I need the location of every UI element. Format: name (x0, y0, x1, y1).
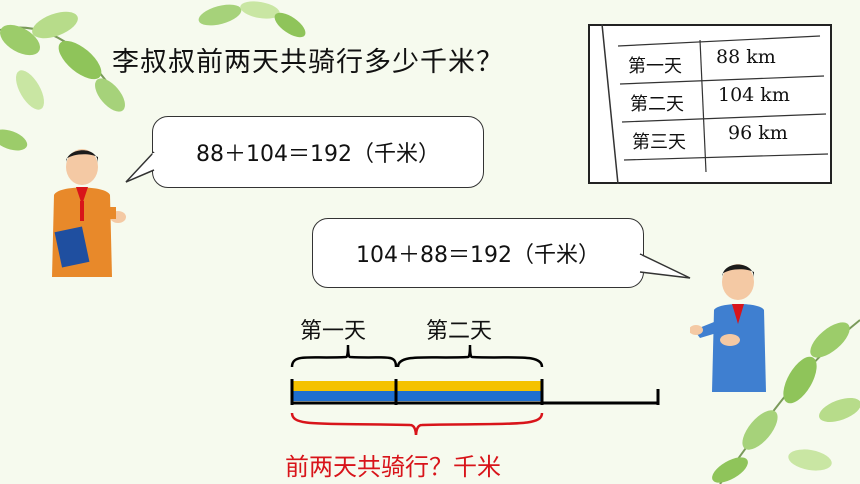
brace-total (290, 412, 544, 435)
notebook-distance: 96 km (728, 122, 788, 144)
bar-day2-blue (396, 391, 542, 401)
equation-text: 88＋104＝192（千米） (196, 142, 440, 167)
bubble-tail-left (125, 151, 156, 183)
leaves-decoration-top-left (0, 11, 125, 151)
notebook-distance: 88 km (716, 46, 776, 68)
question-title: 李叔叔前两天共骑行多少千米？ (112, 47, 504, 78)
bubble-tail-right (638, 253, 691, 279)
segment-label-day2: 第二天 (426, 319, 493, 344)
notebook-day: 第二天 (630, 94, 684, 115)
brace-day2 (396, 344, 544, 368)
leaves-decoration-bottom-right (712, 319, 860, 484)
bar-day1-yellow (292, 381, 396, 391)
notebook-row: 104 km (718, 84, 790, 106)
notebook-distance: 104 km (718, 84, 790, 106)
notebook-row: 88 km (716, 46, 776, 68)
notebook-row: 第一天 (628, 52, 682, 78)
notebook-row: 96 km (728, 122, 788, 144)
brace-day1 (290, 344, 398, 368)
speech-bubble-right: 104＋88＝192（千米） (312, 218, 644, 288)
bar-day1-blue (292, 391, 396, 401)
leaves-decoration-top-center (198, 1, 306, 38)
total-question-label: 前两天共骑行？千米 (285, 453, 501, 481)
boy-with-book-illustration (52, 149, 126, 277)
speech-bubble-left: 88＋104＝192（千米） (152, 116, 484, 188)
boy-speaking-illustration (690, 264, 766, 392)
segment-label-day1: 第一天 (300, 319, 367, 344)
line-segment-diagram (290, 344, 660, 435)
notebook-row: 第二天 (630, 90, 684, 116)
equation-text: 104＋88＝192（千米） (356, 243, 600, 268)
notebook-day: 第三天 (632, 132, 686, 153)
notebook-frame (588, 23, 832, 185)
notebook-day: 第一天 (628, 56, 682, 77)
notebook-record: 第一天 88 km 第二天 104 km 第三天 96 km (588, 23, 832, 185)
bar-day2-yellow (396, 381, 542, 391)
notebook-row: 第三天 (632, 128, 686, 154)
